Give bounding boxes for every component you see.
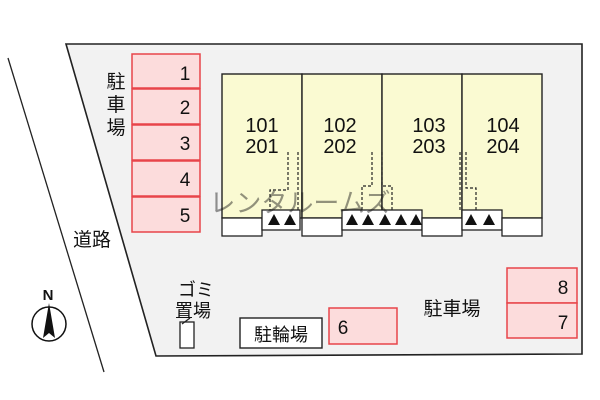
parking-space-7 [506,302,578,339]
left-parking-label-char-3: 場 [106,117,125,139]
step-box-2 [301,217,343,237]
unit-104-204 [461,73,543,219]
garbage-bin-box [179,321,195,349]
bicycle-parking-label-box [239,317,323,349]
parking-space-6-label: 6 [338,318,349,339]
unit-label-lower-2: 202 [323,136,356,158]
entrance-triangle-icon [395,214,407,225]
entrance-triangle-icon [379,214,391,225]
unit-label-upper-1: 101 [245,115,278,137]
step-box-1 [221,217,263,237]
road-label: 道路 [73,229,111,251]
road-edge-line [7,57,105,373]
parking-space-4 [131,160,201,197]
left-parking-label-char-2: 車 [106,94,125,116]
stair-outline-2b [381,152,393,210]
stair-outline-1 [269,152,289,210]
stair-outline-2 [361,152,373,210]
garbage-label-line-1: ゴミ [178,280,214,301]
left-parking-spaces: 1 2 3 4 5 [131,53,201,233]
garbage-label-line-2: 置場 [175,301,211,322]
parking-space-7-label: 7 [558,313,569,334]
entrance-triangle-icon [465,214,477,225]
parking-space-4-label: 4 [180,170,191,191]
parking-space-3-label: 3 [180,134,191,155]
step-box-3 [421,217,463,237]
unit-label-lower-3: 203 [412,136,445,158]
stair-outline-3 [465,152,477,210]
compass-icon: N [31,287,67,342]
parking-space-2-label: 2 [180,98,191,119]
garbage-bin-lid [181,317,191,325]
parking-space-8-label: 8 [558,278,569,299]
compass-north-label: N [43,287,54,304]
unit-103-203 [381,73,463,219]
unit-label-lower-4: 204 [486,136,519,158]
right-parking-label: 駐車場 [423,298,480,320]
entrance-triangle-icon [284,214,296,225]
entrance-triangle-icon [410,214,422,225]
parking-space-1-label: 1 [180,64,191,85]
watermark-text: レンタルームズ [209,189,390,219]
unit-102-202 [301,73,383,219]
entrance-triangle-icon [268,214,280,225]
parking-space-5 [131,196,201,233]
left-parking-label-char-1: 駐 [106,71,125,93]
compass-needle [43,303,55,338]
entrance-triangles [268,214,495,225]
parking-space-6 [328,307,398,345]
unit-label-lower-1: 201 [245,136,278,158]
unit-label-upper-3: 103 [412,115,445,137]
entrance-triangle-icon [346,214,358,225]
unit-label-upper-2: 102 [323,115,356,137]
parking-space-3 [131,124,201,161]
parking-space-2 [131,88,201,125]
entrance-triangle-icon [483,214,495,225]
bicycle-parking-label: 駐輪場 [254,325,308,346]
parking-space-1 [131,53,201,89]
parking-space-5-label: 5 [180,206,191,227]
building: 101 201 102 202 103 203 104 204 [221,73,543,237]
entrance-triangle-icon [362,214,374,225]
step-box-4 [501,217,543,237]
unit-label-upper-4: 104 [486,115,519,137]
